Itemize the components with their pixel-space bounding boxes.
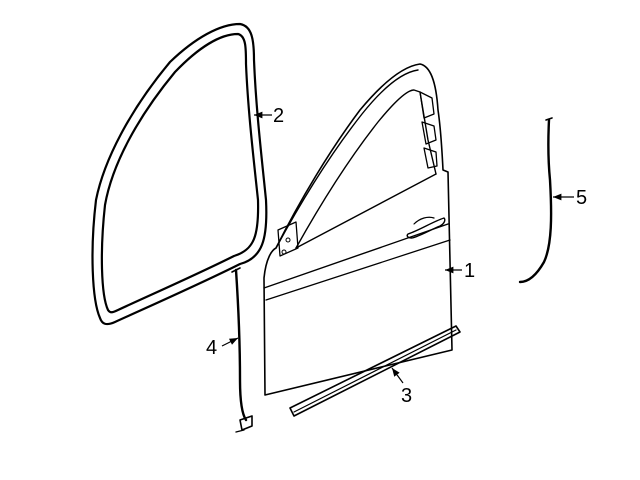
callout-2: 2 [273, 105, 284, 127]
leader-3 [391, 367, 404, 384]
callout-1: 1 [464, 260, 475, 282]
part-front-seal-4 [231, 267, 253, 433]
part-weatherstrip-2 [91, 22, 268, 326]
part-molding-3 [289, 325, 461, 417]
callout-5: 5 [576, 187, 587, 209]
callout-4: 4 [206, 337, 217, 359]
part-door-shell-1 [263, 63, 453, 396]
callout-3: 3 [401, 385, 412, 407]
part-rear-seal-5 [518, 117, 553, 284]
leader-4 [221, 337, 239, 347]
